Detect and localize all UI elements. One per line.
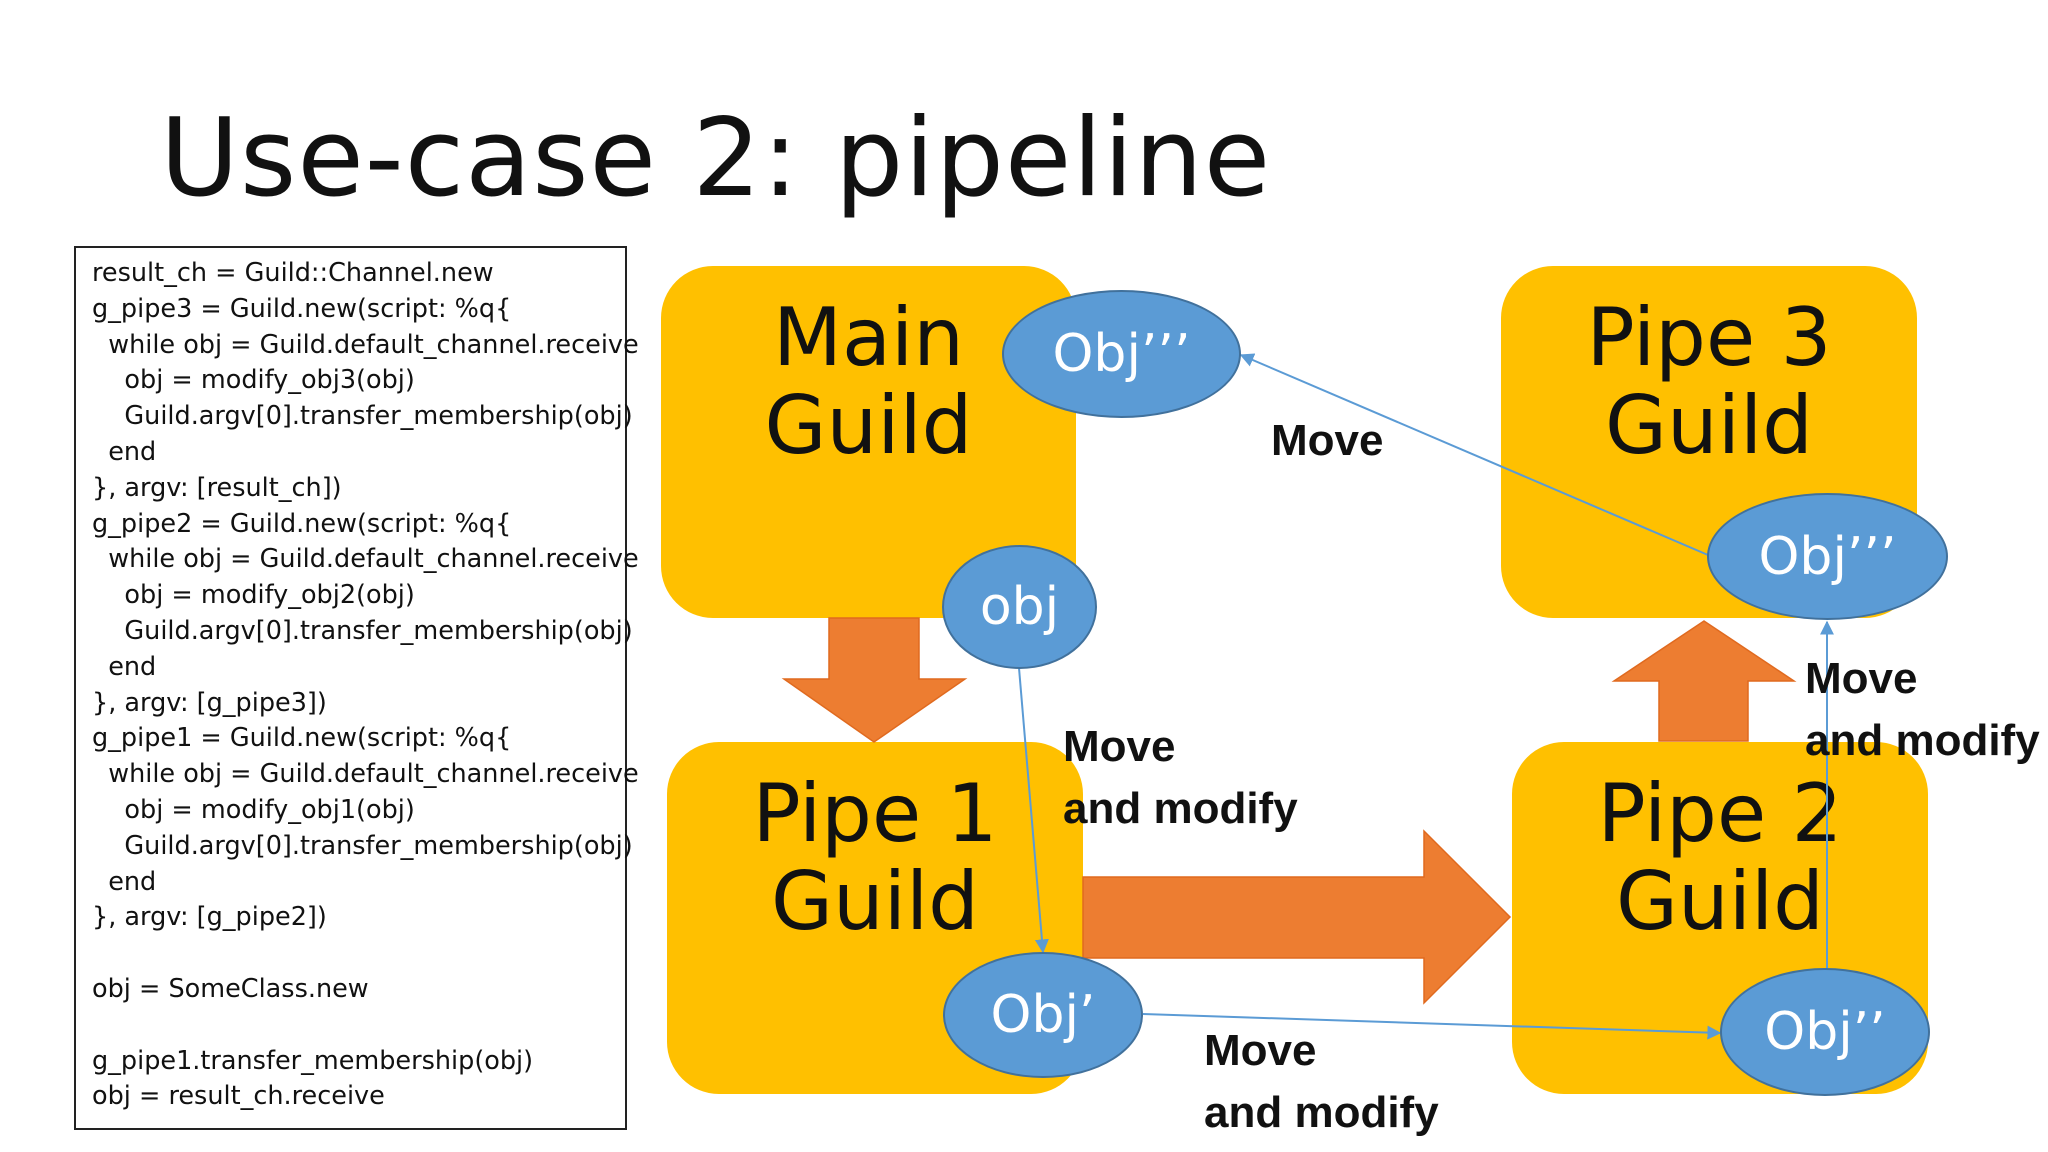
node-label-line2: Guild	[1605, 379, 1813, 472]
code-box: result_ch = Guild::Channel.new g_pipe3 =…	[74, 246, 639, 1130]
code-line: g_pipe1 = Guild.new(script: %q{	[92, 723, 512, 754]
main-object: obj	[942, 545, 1097, 669]
code-line: }, argv: [g_pipe2])	[92, 902, 327, 933]
node-label-line1: Pipe 3	[1586, 291, 1832, 384]
pipe1-guild-node: Pipe 1 Guild	[667, 742, 1083, 1094]
main-result-object: Obj’’’	[1002, 290, 1241, 418]
code-line	[92, 1008, 625, 1044]
edge-label-pipe3-to-main: Move	[1271, 416, 1384, 465]
edge-label-pipe1-to-pipe2: Move and modify	[1204, 1026, 1439, 1137]
code-line: end	[92, 866, 157, 897]
pipe3-object: Obj’’’	[1707, 493, 1948, 620]
code-line: obj = modify_obj1(obj)	[92, 794, 415, 825]
node-label-line2: Guild	[764, 379, 973, 472]
code-line: obj = modify_obj3(obj)	[92, 365, 415, 396]
code-line: while obj = Guild.default_channel.receiv…	[92, 544, 639, 575]
pipe1-object: Obj’	[943, 952, 1143, 1078]
code-line: g_pipe1.transfer_membership(obj)	[92, 1045, 534, 1076]
node-label-line1: Pipe 2	[1597, 767, 1843, 860]
code-line: }, argv: [g_pipe3])	[92, 687, 327, 718]
code-line: end	[92, 651, 157, 682]
code-line: obj = SomeClass.new	[92, 973, 369, 1004]
code-line: g_pipe3 = Guild.new(script: %q{	[92, 293, 512, 324]
code-line: Guild.argv[0].transfer_membership(obj)	[92, 830, 633, 861]
node-label-line1: Pipe 1	[752, 767, 998, 860]
flow-arrow-up	[1611, 620, 1797, 742]
edge-label-main-to-pipe1: Move and modify	[1063, 722, 1298, 833]
code-line: result_ch = Guild::Channel.new	[92, 258, 494, 288]
slide-title: Use-case 2: pipeline	[160, 96, 1272, 221]
code-line: g_pipe2 = Guild.new(script: %q{	[92, 508, 512, 539]
code-line: Guild.argv[0].transfer_membership(obj)	[92, 615, 633, 646]
code-line: while obj = Guild.default_channel.receiv…	[92, 329, 639, 360]
code-line: end	[92, 436, 157, 467]
code-line: obj = result_ch.receive	[92, 1081, 385, 1112]
pipe2-object: Obj’’	[1720, 968, 1930, 1096]
code-line: Guild.argv[0].transfer_membership(obj)	[92, 401, 633, 432]
node-label-line2: Guild	[771, 855, 979, 948]
main-guild-node: Main Guild	[661, 266, 1076, 618]
node-label-line1: Main	[773, 291, 964, 384]
code-line: }, argv: [result_ch])	[92, 472, 342, 503]
code-line: while obj = Guild.default_channel.receiv…	[92, 759, 639, 790]
code-line	[92, 936, 625, 972]
edge-label-pipe2-to-pipe3: Move and modify	[1805, 654, 2040, 765]
flow-arrow-down	[781, 617, 968, 743]
flow-arrow-right	[1082, 829, 1512, 1005]
node-label-line2: Guild	[1616, 855, 1824, 948]
code-line: obj = modify_obj2(obj)	[92, 580, 415, 611]
